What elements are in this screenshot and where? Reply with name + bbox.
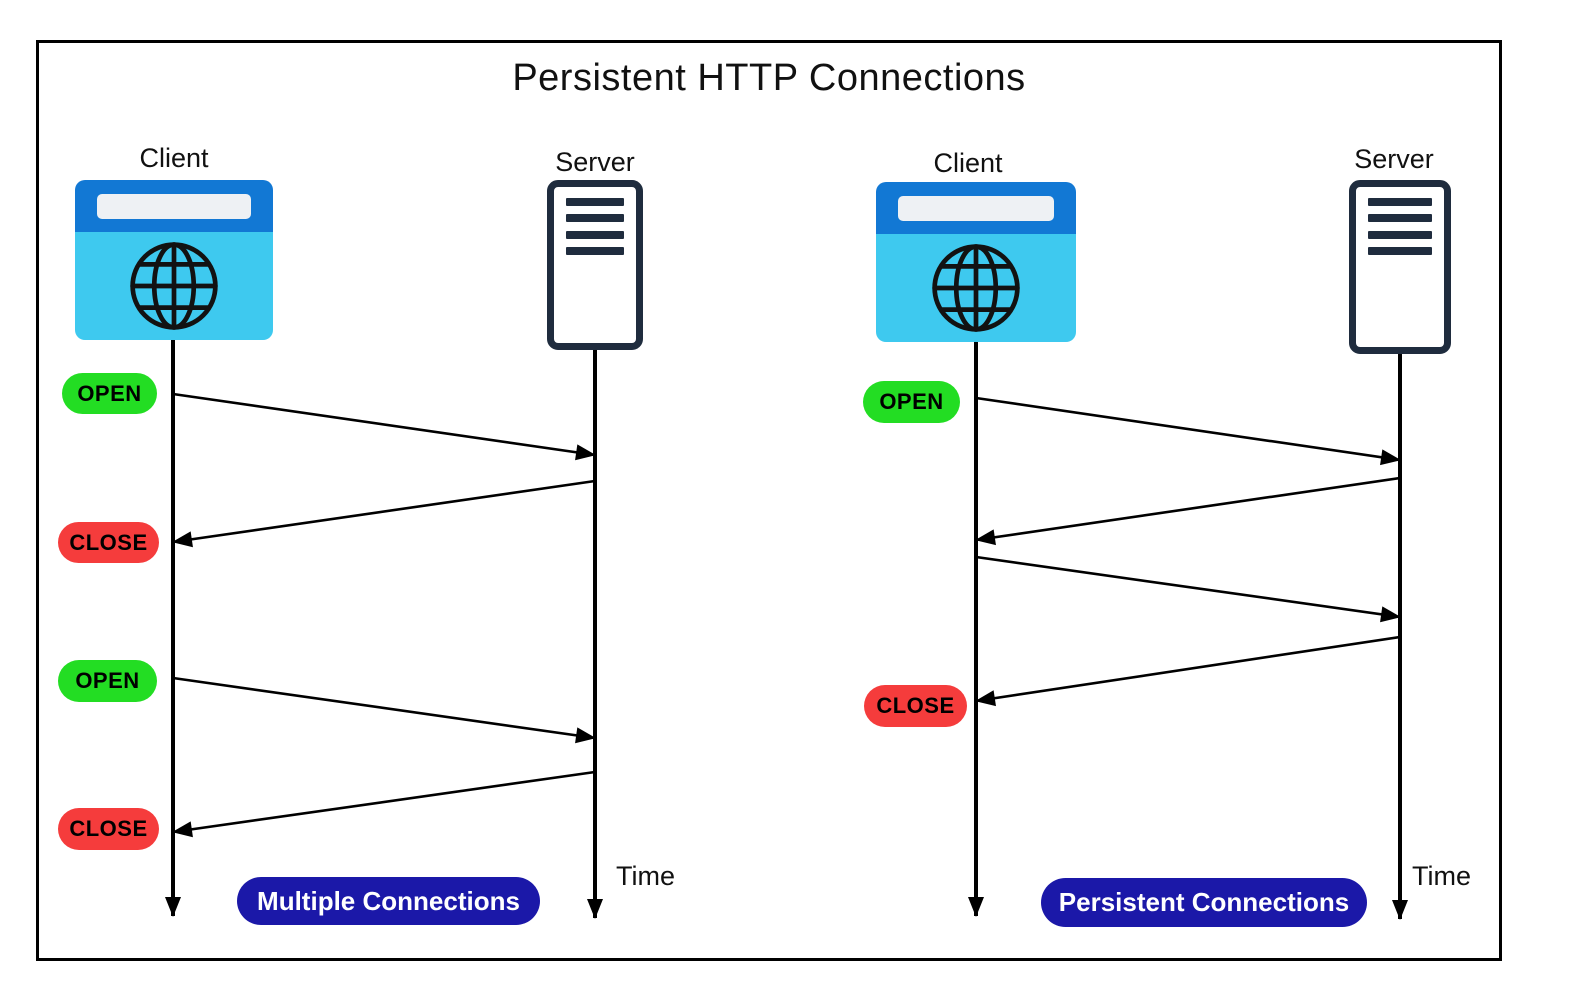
- server-slot-bar: [566, 198, 624, 206]
- browser-viewport: [75, 232, 273, 340]
- server-slot-bar: [1368, 198, 1432, 206]
- client-browser-icon: [876, 182, 1076, 342]
- server-label: Server: [555, 147, 635, 177]
- globe-icon: [932, 244, 1020, 332]
- open-badge: OPEN: [62, 373, 157, 414]
- globe-icon: [130, 242, 218, 330]
- outer-border: [36, 40, 1502, 961]
- server-icon: [547, 180, 643, 350]
- open-badge: OPEN: [58, 660, 157, 702]
- open-badge: OPEN: [863, 381, 960, 423]
- client-browser-icon: [75, 180, 273, 340]
- close-badge: CLOSE: [864, 685, 967, 727]
- browser-viewport: [876, 234, 1076, 342]
- diagram-title: Persistent HTTP Connections: [512, 57, 1026, 99]
- server-slot-bar: [1368, 214, 1432, 222]
- caption-pill: Persistent Connections: [1041, 878, 1367, 927]
- browser-address-bar: [97, 194, 251, 219]
- server-slot-bar: [566, 231, 624, 239]
- server-slot-bar: [1368, 231, 1432, 239]
- time-label: Time: [1412, 861, 1471, 891]
- server-label: Server: [1354, 144, 1434, 174]
- server-slot-bar: [1368, 247, 1432, 255]
- browser-titlebar: [876, 182, 1076, 234]
- close-badge: CLOSE: [58, 522, 159, 563]
- server-icon: [1349, 180, 1451, 354]
- browser-address-bar: [898, 196, 1054, 221]
- browser-titlebar: [75, 180, 273, 232]
- close-badge: CLOSE: [58, 808, 159, 850]
- server-slot-bar: [566, 214, 624, 222]
- client-label: Client: [139, 143, 209, 173]
- caption-pill: Multiple Connections: [237, 877, 540, 925]
- client-label: Client: [933, 148, 1003, 178]
- server-slot-bar: [566, 247, 624, 255]
- time-label: Time: [616, 861, 675, 891]
